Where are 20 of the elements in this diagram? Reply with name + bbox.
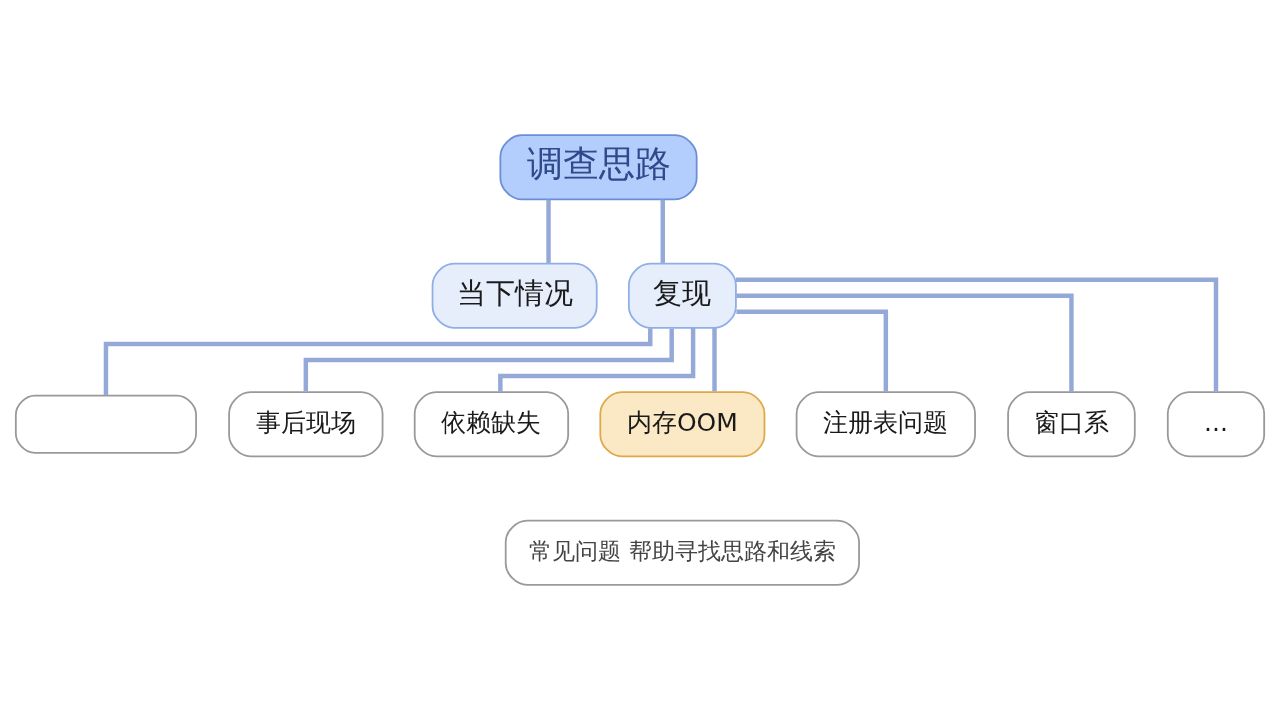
node-box: 调查思路 [499,134,698,201]
node-box: 复现 [627,262,737,329]
connector [660,199,665,263]
connector [303,328,674,392]
node-box: 窗口系 [1007,391,1136,458]
node-box: 注册表问题 [795,391,976,458]
connector [736,309,889,392]
node-box: 内存OOM [599,391,766,458]
connector [103,328,653,396]
node-box: 当下情况 [431,262,598,329]
node-box: ... [1166,391,1266,458]
connector [498,327,696,392]
connector [736,293,1074,392]
connector [546,199,551,263]
node-box: 依赖缺失 [413,391,570,458]
node-box: 事后现场 [228,391,384,458]
node-box [14,394,197,454]
connector [712,328,717,392]
connector [736,277,1219,392]
node-box: 常见问题 帮助寻找思路和线索 [504,519,860,586]
